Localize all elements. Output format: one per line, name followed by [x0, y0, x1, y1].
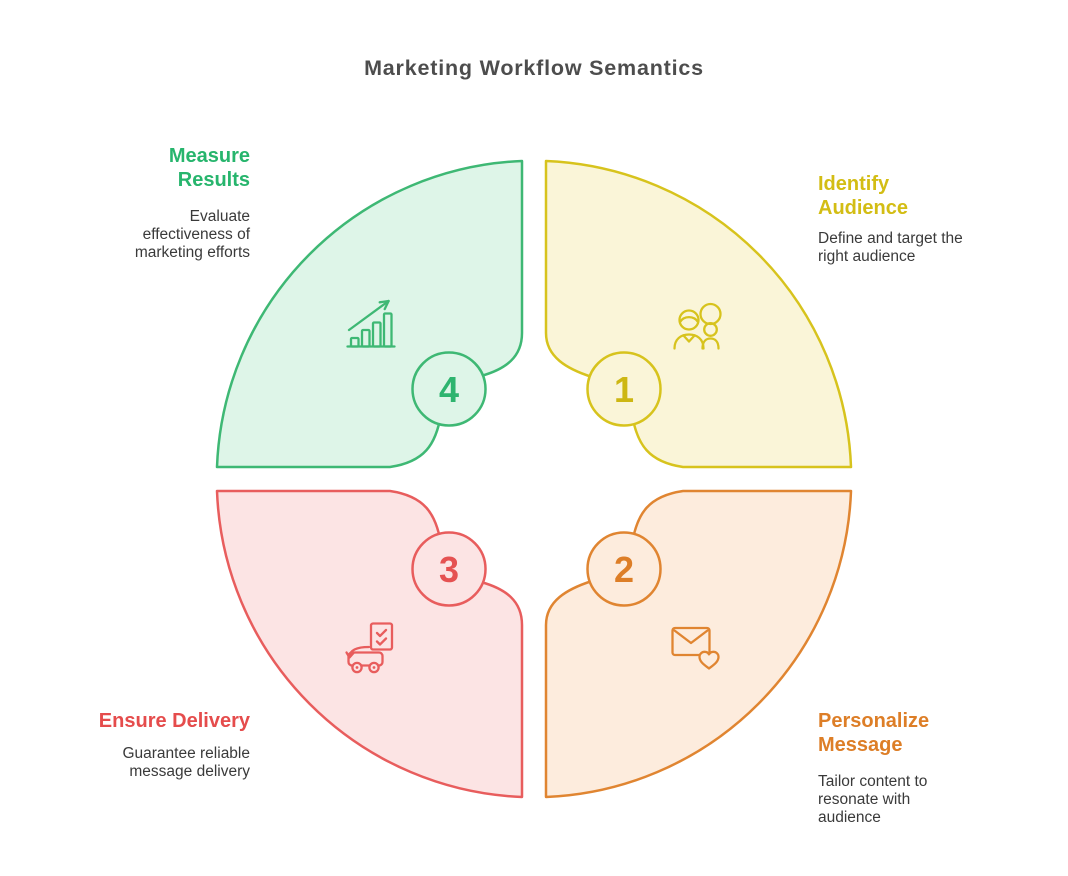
label-block-identify-audience: Identify Audience Define and target the … — [818, 172, 976, 266]
step-description-personalize-message: Tailor content to resonate with audience — [818, 773, 928, 826]
step-description-measure-results: Evaluate effectiveness of marketing effo… — [134, 208, 250, 261]
step-title-identify-audience: Identify Audience — [818, 173, 909, 219]
step-description-ensure-delivery: Guarantee reliable message delivery — [122, 745, 250, 780]
quadrant-personalize-message — [544, 489, 853, 799]
step-title-personalize-message: Personalize Message — [818, 710, 930, 756]
step-circle-4: 4 — [411, 351, 487, 427]
step-circle-3: 3 — [411, 531, 487, 607]
envelope-heart-icon — [671, 626, 720, 670]
step-number-4: 4 — [439, 369, 459, 410]
step-number-3: 3 — [439, 549, 459, 590]
page-title: Marketing Workflow Semantics — [364, 56, 704, 80]
growth-chart-icon — [346, 299, 396, 348]
step-title-ensure-delivery: Ensure Delivery — [98, 710, 250, 732]
step-number-1: 1 — [614, 369, 634, 410]
quadrant-identify-audience — [544, 159, 853, 469]
label-block-measure-results: Measure Results Evaluate effectiveness o… — [118, 144, 250, 262]
delivery-truck-checklist-icon — [345, 622, 394, 674]
label-block-personalize-message: Personalize Message Tailor content to re… — [818, 709, 944, 827]
step-circle-2: 2 — [586, 531, 662, 607]
step-number-2: 2 — [614, 549, 634, 590]
people-group-icon — [673, 302, 722, 350]
quadrant-ensure-delivery — [215, 489, 524, 799]
step-title-measure-results: Measure Results — [168, 145, 250, 191]
step-circle-1: 1 — [586, 351, 662, 427]
label-block-ensure-delivery: Ensure Delivery Guarantee reliable messa… — [75, 709, 250, 781]
step-description-identify-audience: Define and target the right audience — [818, 230, 963, 265]
